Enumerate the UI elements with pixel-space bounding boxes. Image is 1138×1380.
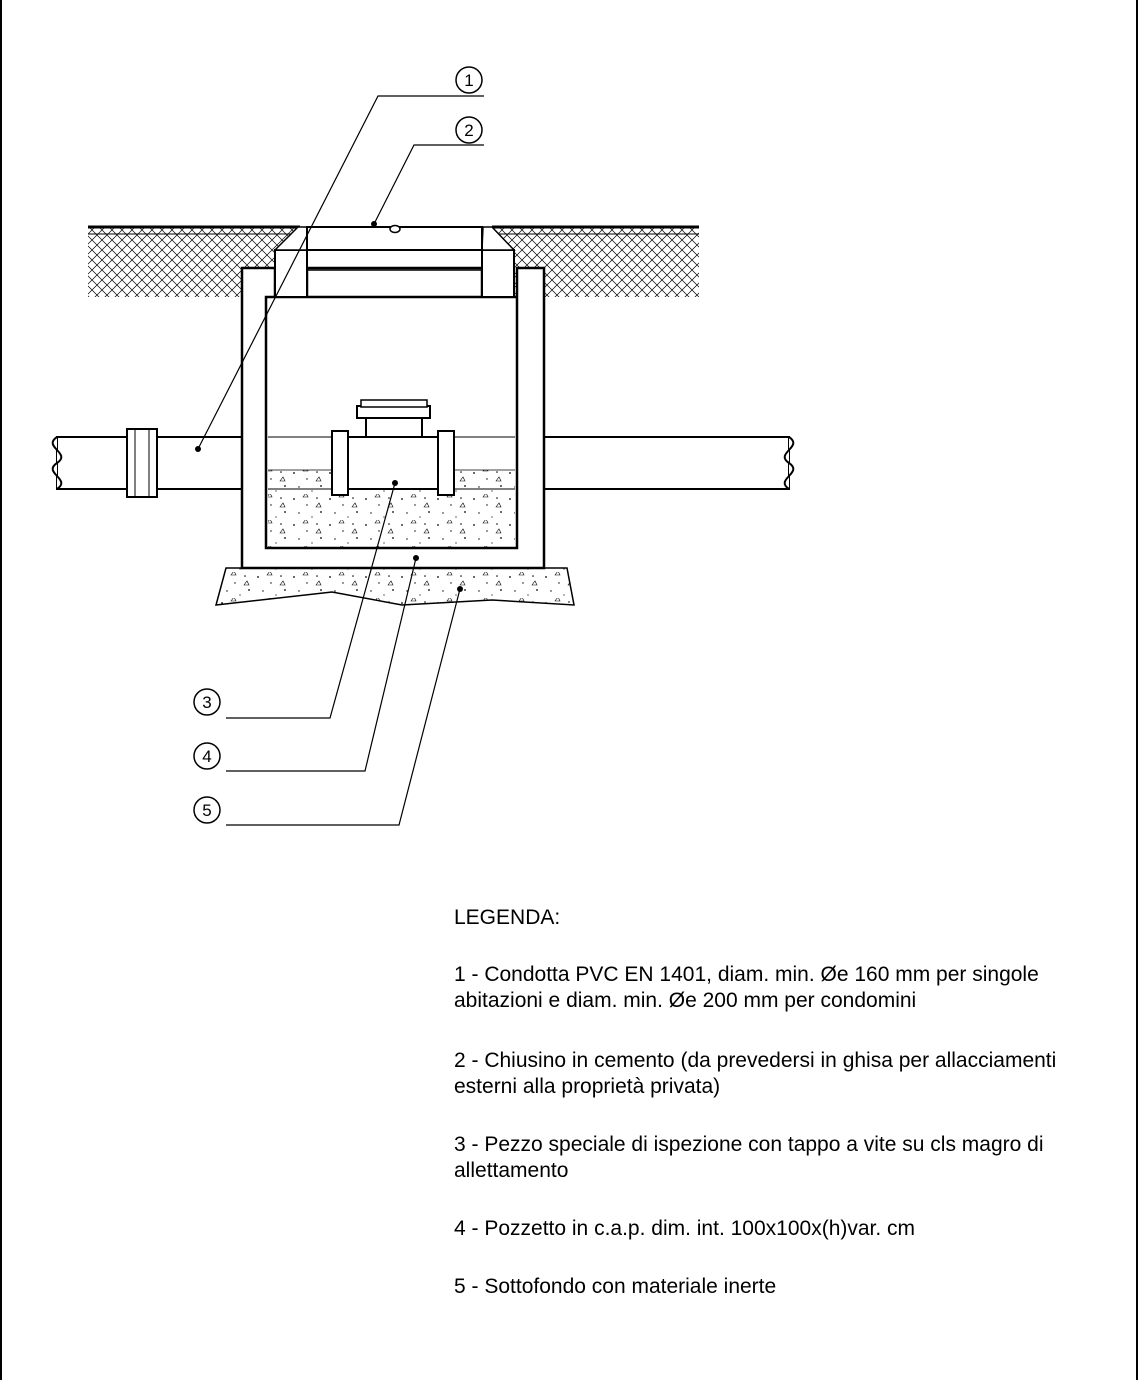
leader-dots (195, 221, 463, 592)
legend-item-3: 3 - Pezzo speciale di ispezione con tapp… (454, 1133, 1044, 1182)
legend-title: LEGENDA: (454, 906, 561, 929)
callout-3: 3 (193, 688, 221, 716)
svg-text:5: 5 (202, 801, 211, 820)
legend-item-2: 2 - Chiusino in cemento (da prevedersi i… (454, 1049, 1057, 1098)
pipe-left (51, 428, 245, 498)
svg-text:4: 4 (202, 747, 211, 766)
manhole-cover (273, 224, 516, 298)
leader-lines (197, 95, 484, 826)
legend-item-4: 4 - Pozzetto in c.a.p. dim. int. 100x100… (454, 1217, 916, 1240)
callout-5: 5 (193, 796, 221, 824)
legend-item-1: 1 - Condotta PVC EN 1401, diam. min. Øe … (454, 963, 1039, 1012)
callout-1: 1 (455, 66, 483, 94)
svg-text:2: 2 (464, 121, 473, 140)
svg-text:1: 1 (464, 71, 473, 90)
manhole-section-drawing: 1 2 3 4 5 (51, 66, 795, 826)
callout-4: 4 (193, 742, 221, 770)
legend: LEGENDA: 1 - Condotta PVC EN 1401, diam.… (454, 905, 1094, 1332)
svg-text:3: 3 (202, 693, 211, 712)
inspection-piece (331, 399, 455, 496)
pipe-right (543, 436, 795, 490)
ground-layer (88, 225, 699, 297)
base-layer (214, 567, 575, 606)
legend-item-5: 5 - Sottofondo con materiale inerte (454, 1275, 777, 1298)
callout-2: 2 (455, 116, 483, 144)
